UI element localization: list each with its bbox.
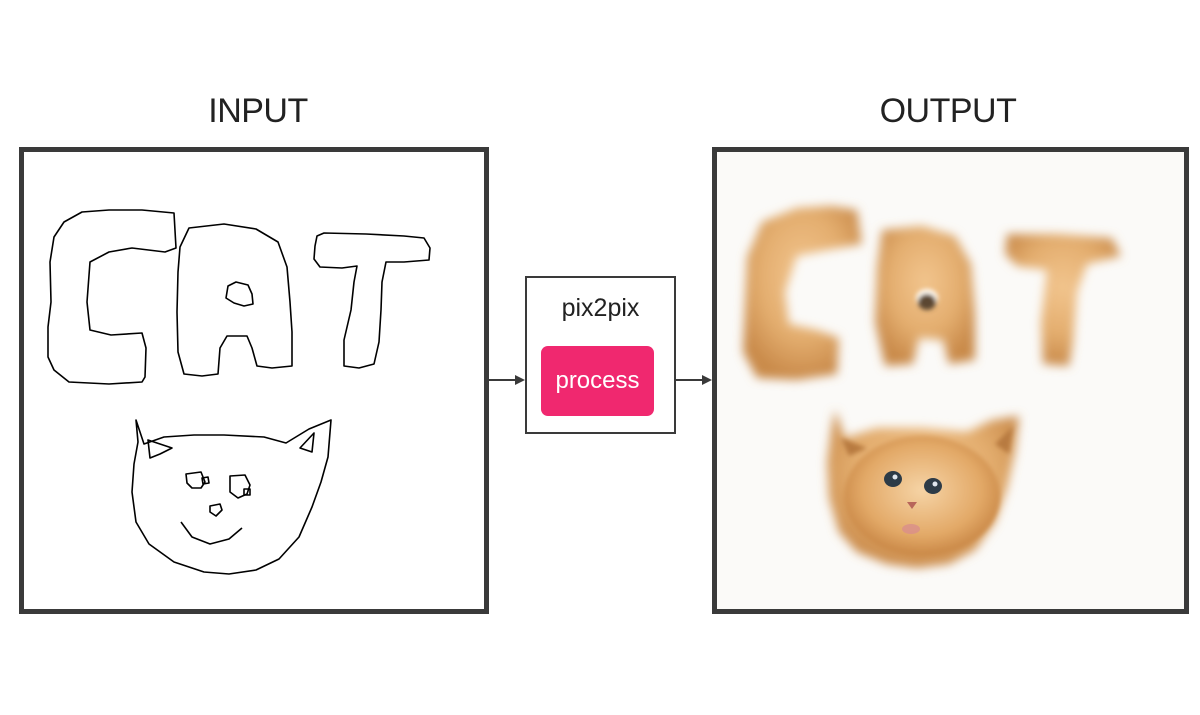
- arrow-right-icon: [676, 375, 712, 385]
- sketch-letter-t: [313, 232, 431, 369]
- input-drawing-canvas[interactable]: [19, 147, 489, 614]
- model-box: pix2pix process: [525, 276, 676, 434]
- sketch-cat-left-eye: [185, 471, 206, 489]
- sketch-cat-head: [131, 419, 332, 575]
- output-image: [712, 147, 1189, 614]
- sketch-cat-mouth: [180, 521, 243, 545]
- sketch-cat-right-eye: [229, 474, 251, 499]
- arrow-right-icon: [489, 375, 525, 385]
- input-title: INPUT: [208, 92, 308, 130]
- sketch-cat-left-ear-inner: [147, 439, 173, 459]
- process-button[interactable]: process: [541, 346, 654, 416]
- sketch-a-hole: [225, 281, 254, 307]
- sketch-drawing: [47, 209, 431, 575]
- sketch-cat-right-eye-pupil: [243, 488, 251, 496]
- sketch-cat-right-ear-inner: [299, 432, 315, 453]
- generated-cat-image: [717, 152, 1184, 609]
- output-title: OUTPUT: [879, 92, 1017, 130]
- model-name: pix2pix: [561, 294, 640, 322]
- sketch-cat-nose: [209, 503, 223, 517]
- sketch-cat-left-eye-pupil: [201, 476, 210, 485]
- sketch-letter-a: [176, 223, 293, 377]
- sketch-letter-c: [47, 209, 177, 385]
